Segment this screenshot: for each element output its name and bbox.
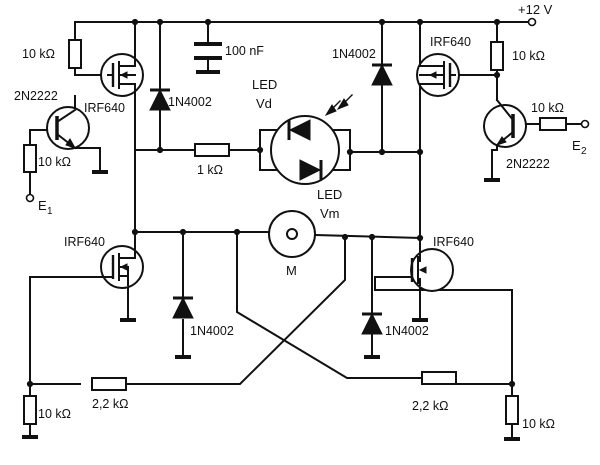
resistor-cross-right	[421, 371, 457, 385]
mosfet-bottom-left	[97, 245, 144, 289]
resistor-pulldown-left	[23, 395, 37, 425]
diode-bottom-right-label: 1N4002	[385, 324, 429, 338]
resistors: 10 kΩ 10 kΩ 10 kΩ 10 kΩ 1 kΩ 2,2 kΩ 2,2 …	[22, 39, 567, 431]
mosfet-top-right	[416, 53, 460, 97]
mosfet-bottom-right-label: IRF640	[433, 235, 474, 249]
junction-dots	[26, 18, 516, 388]
input-e2-sub: 2	[581, 146, 587, 157]
resistor-base-left	[23, 144, 37, 173]
resistor-pulldown-left-label: 10 kΩ	[38, 407, 71, 421]
resistor-cross-right-label: 2,2 kΩ	[412, 399, 448, 413]
resistor-top-right-label: 10 kΩ	[512, 49, 545, 63]
resistor-cross-left-label: 2,2 kΩ	[92, 397, 128, 411]
ground-symbols	[22, 170, 520, 441]
transistor-right	[483, 98, 527, 148]
resistor-base-left-label: 10 kΩ	[38, 155, 71, 169]
diode-bottom-left	[172, 296, 194, 319]
transistor-left	[46, 106, 90, 150]
input-e2-letter: E	[572, 138, 581, 153]
diode-top-left-label: 1N4002	[168, 95, 212, 109]
led-vm-label-2: Vm	[320, 206, 340, 221]
capacitor-label: 100 nF	[225, 44, 264, 58]
transistor-left-label: 2N2222	[14, 89, 58, 103]
resistor-led-label: 1 kΩ	[197, 163, 223, 177]
led-vm-label-1: LED	[317, 187, 342, 202]
resistor-cross-left	[91, 377, 127, 391]
supply-terminal: +12 V	[511, 2, 553, 27]
mosfet-top-left-label: IRF640	[84, 101, 125, 115]
input-e2: E 2	[572, 119, 590, 157]
diode-bottom-right	[361, 312, 383, 335]
motor-label: M	[286, 263, 297, 278]
diode-top-right	[371, 63, 393, 86]
mosfet-bottom-right	[401, 248, 454, 292]
input-e1-sub: 1	[47, 206, 53, 217]
resistor-base-right-label: 10 kΩ	[531, 101, 564, 115]
resistor-top-left-label: 10 kΩ	[22, 47, 55, 61]
resistor-top-left	[68, 39, 82, 69]
wiring	[29, 21, 583, 439]
diode-top-left	[149, 88, 171, 111]
motor	[268, 210, 316, 258]
resistor-pulldown-right	[505, 395, 519, 425]
resistor-pulldown-right-label: 10 kΩ	[522, 417, 555, 431]
transistor-right-label: 2N2222	[506, 157, 550, 171]
resistor-led	[194, 143, 230, 157]
led-vd-label-2: Vd	[256, 96, 272, 111]
led-pair	[270, 94, 353, 185]
resistor-top-right	[490, 41, 504, 71]
capacitor-100nf: 100 nF	[194, 42, 264, 74]
mosfet-top-left	[100, 53, 144, 97]
diodes: 1N4002 1N4002 1N4002 1N4002	[149, 47, 429, 338]
mosfet-bottom-left-label: IRF640	[64, 235, 105, 249]
mosfet-top-right-label: IRF640	[430, 35, 471, 49]
supply-label: +12 V	[518, 2, 553, 17]
input-e1: E 1	[25, 193, 53, 217]
resistor-base-right	[539, 117, 567, 131]
diode-top-right-label: 1N4002	[332, 47, 376, 61]
diode-bottom-left-label: 1N4002	[190, 324, 234, 338]
input-e1-letter: E	[38, 198, 47, 213]
led-vd-label-1: LED	[252, 77, 277, 92]
